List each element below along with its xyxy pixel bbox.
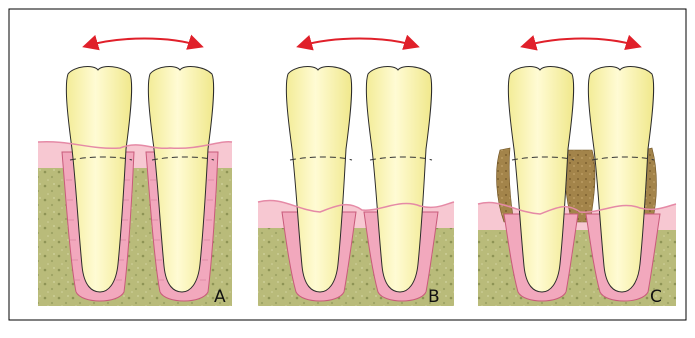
double-headed-arrow-icon — [86, 39, 200, 47]
panel-label-c: C — [650, 287, 662, 307]
panel-c — [478, 39, 676, 307]
panel-a — [38, 39, 232, 307]
double-headed-arrow-icon — [300, 39, 416, 47]
panel-label-b: B — [428, 287, 440, 307]
panel-label-a: A — [214, 287, 226, 307]
panel-b — [258, 39, 454, 307]
double-headed-arrow-icon — [524, 39, 638, 47]
